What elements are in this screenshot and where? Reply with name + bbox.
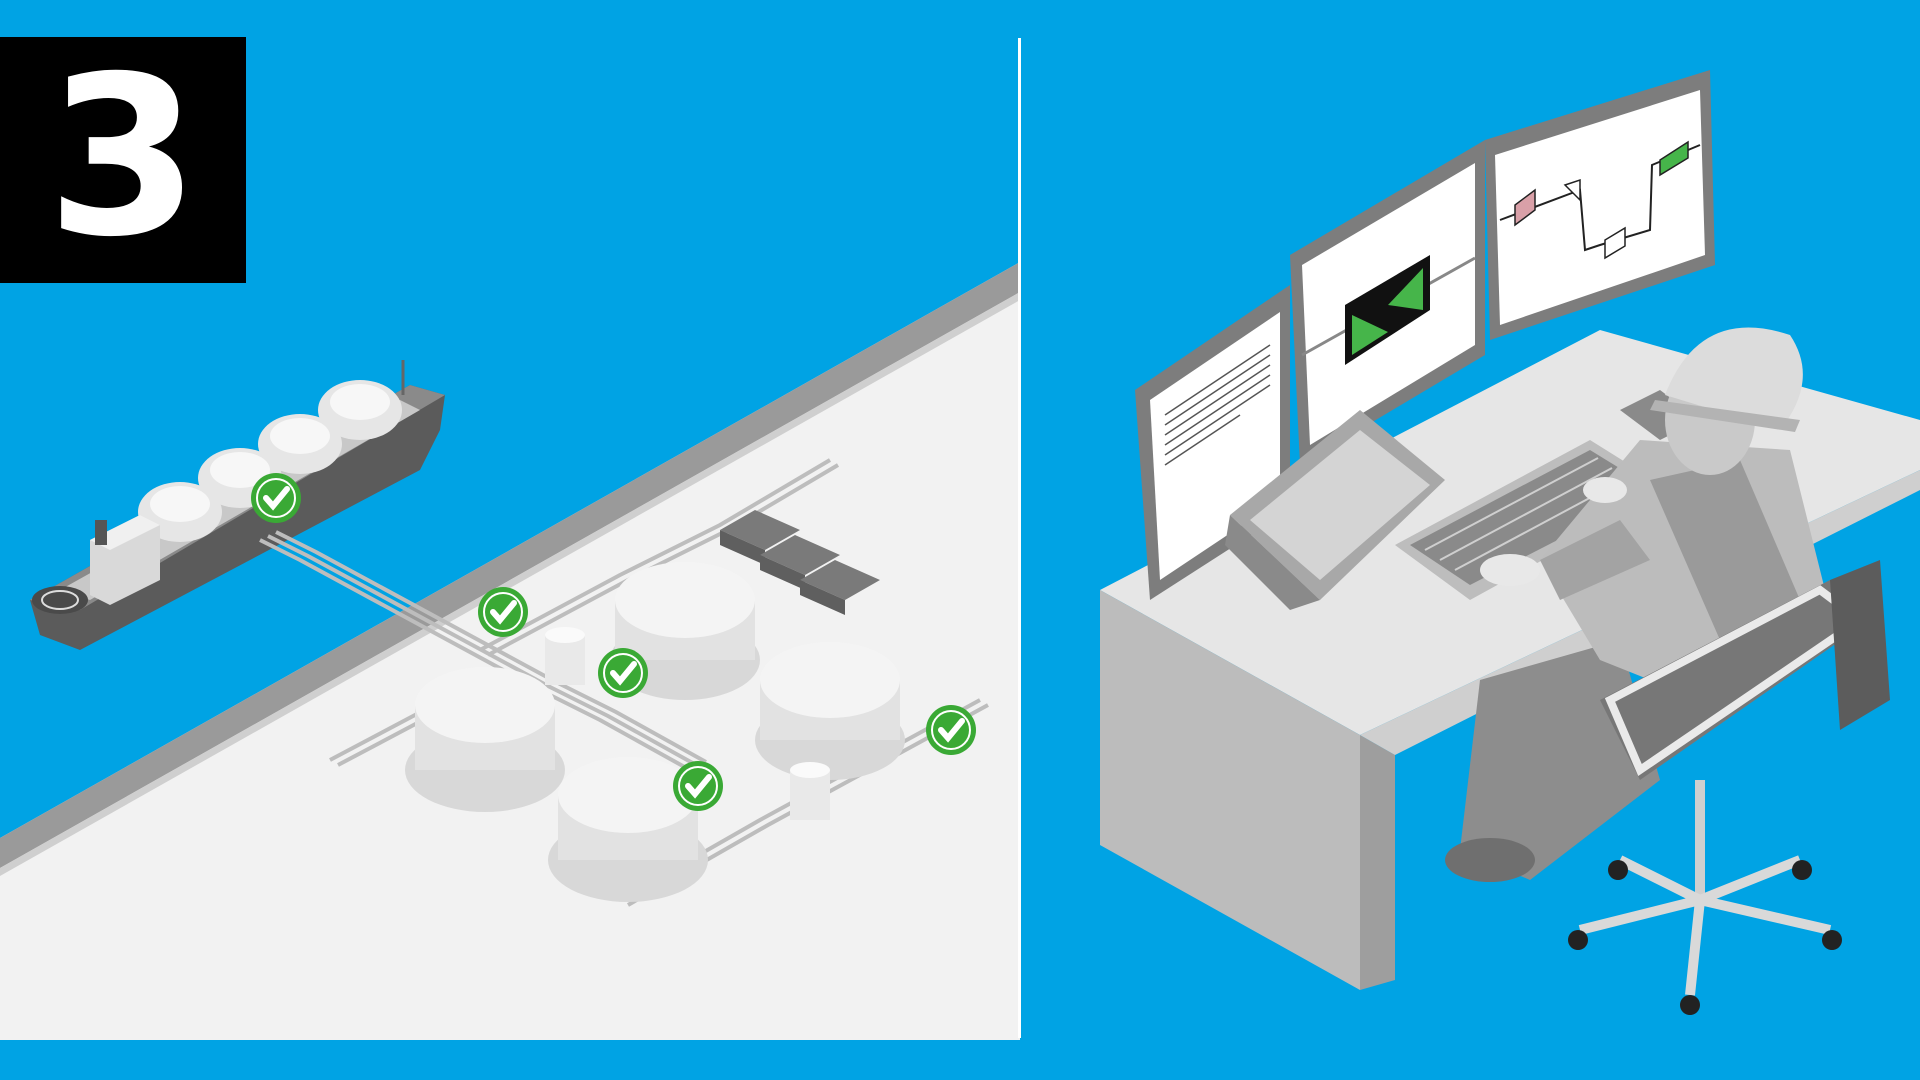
storage-tank xyxy=(610,562,760,700)
storage-tank xyxy=(405,667,565,812)
storage-tank xyxy=(548,757,708,902)
step-number: 3 xyxy=(46,29,200,285)
panel-divider xyxy=(1018,38,1021,1038)
check-circle-icon xyxy=(598,648,648,698)
valve-icon xyxy=(1514,140,1689,260)
butterfly-valve-icon xyxy=(1345,255,1430,365)
tablet-stand xyxy=(1225,410,1445,610)
monitor-right xyxy=(1485,70,1715,340)
control-desk xyxy=(1100,330,1920,990)
check-circle-icon xyxy=(478,587,528,637)
quay-land xyxy=(0,262,1020,1040)
terminal-buildings xyxy=(720,510,880,615)
lng-terminal-scene xyxy=(0,262,1020,1040)
keyboard xyxy=(1395,440,1670,600)
check-circle-icon xyxy=(673,761,723,811)
quay-edge xyxy=(0,262,1020,868)
office-chair xyxy=(1568,560,1890,1015)
monitor-left xyxy=(1135,285,1290,600)
phone xyxy=(1620,390,1700,440)
step-number-badge: 3 xyxy=(0,37,246,283)
monitor-center xyxy=(1290,140,1485,465)
operator xyxy=(1445,327,1830,882)
check-circle-icon xyxy=(926,705,976,755)
check-circle-icon xyxy=(251,473,301,523)
storage-tank xyxy=(755,642,905,780)
